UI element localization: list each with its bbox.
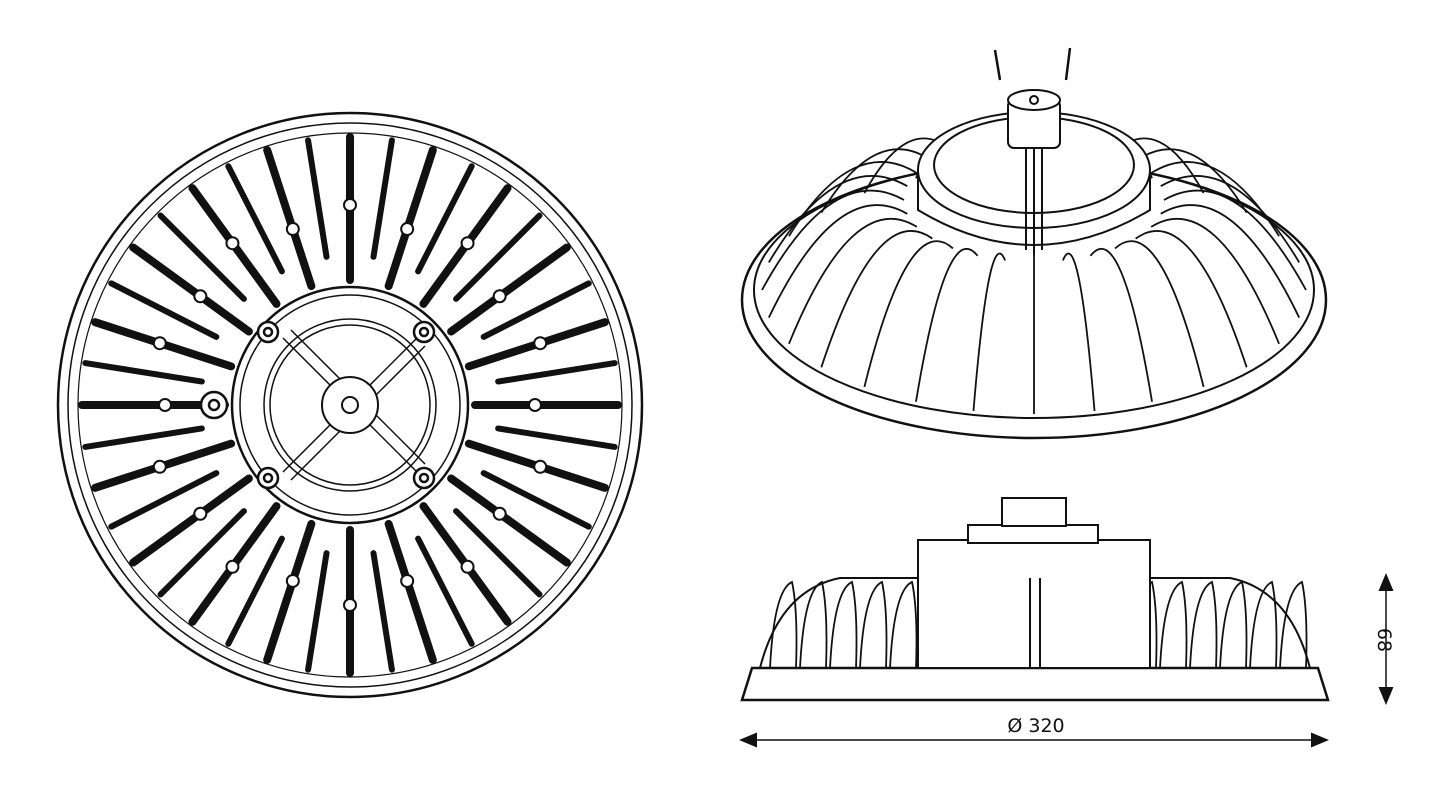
- bottom-view: [56, 111, 644, 699]
- side-view: [740, 497, 1330, 702]
- side-cable-gland: [1001, 497, 1067, 527]
- mounting-lugs: [199, 320, 436, 490]
- height-label: 68: [1373, 628, 1395, 652]
- height-dimension: 68: [1373, 573, 1395, 705]
- fin-screw-holes: [152, 198, 548, 612]
- side-driver-housing: [917, 539, 1151, 669]
- diameter-dimension: Ø 320: [739, 715, 1329, 748]
- diameter-label: Ø 320: [1007, 715, 1064, 737]
- heatsink-fins: [78, 133, 622, 677]
- outer-rim: [56, 111, 644, 699]
- side-base: [740, 666, 1330, 702]
- perspective-view: [740, 47, 1328, 440]
